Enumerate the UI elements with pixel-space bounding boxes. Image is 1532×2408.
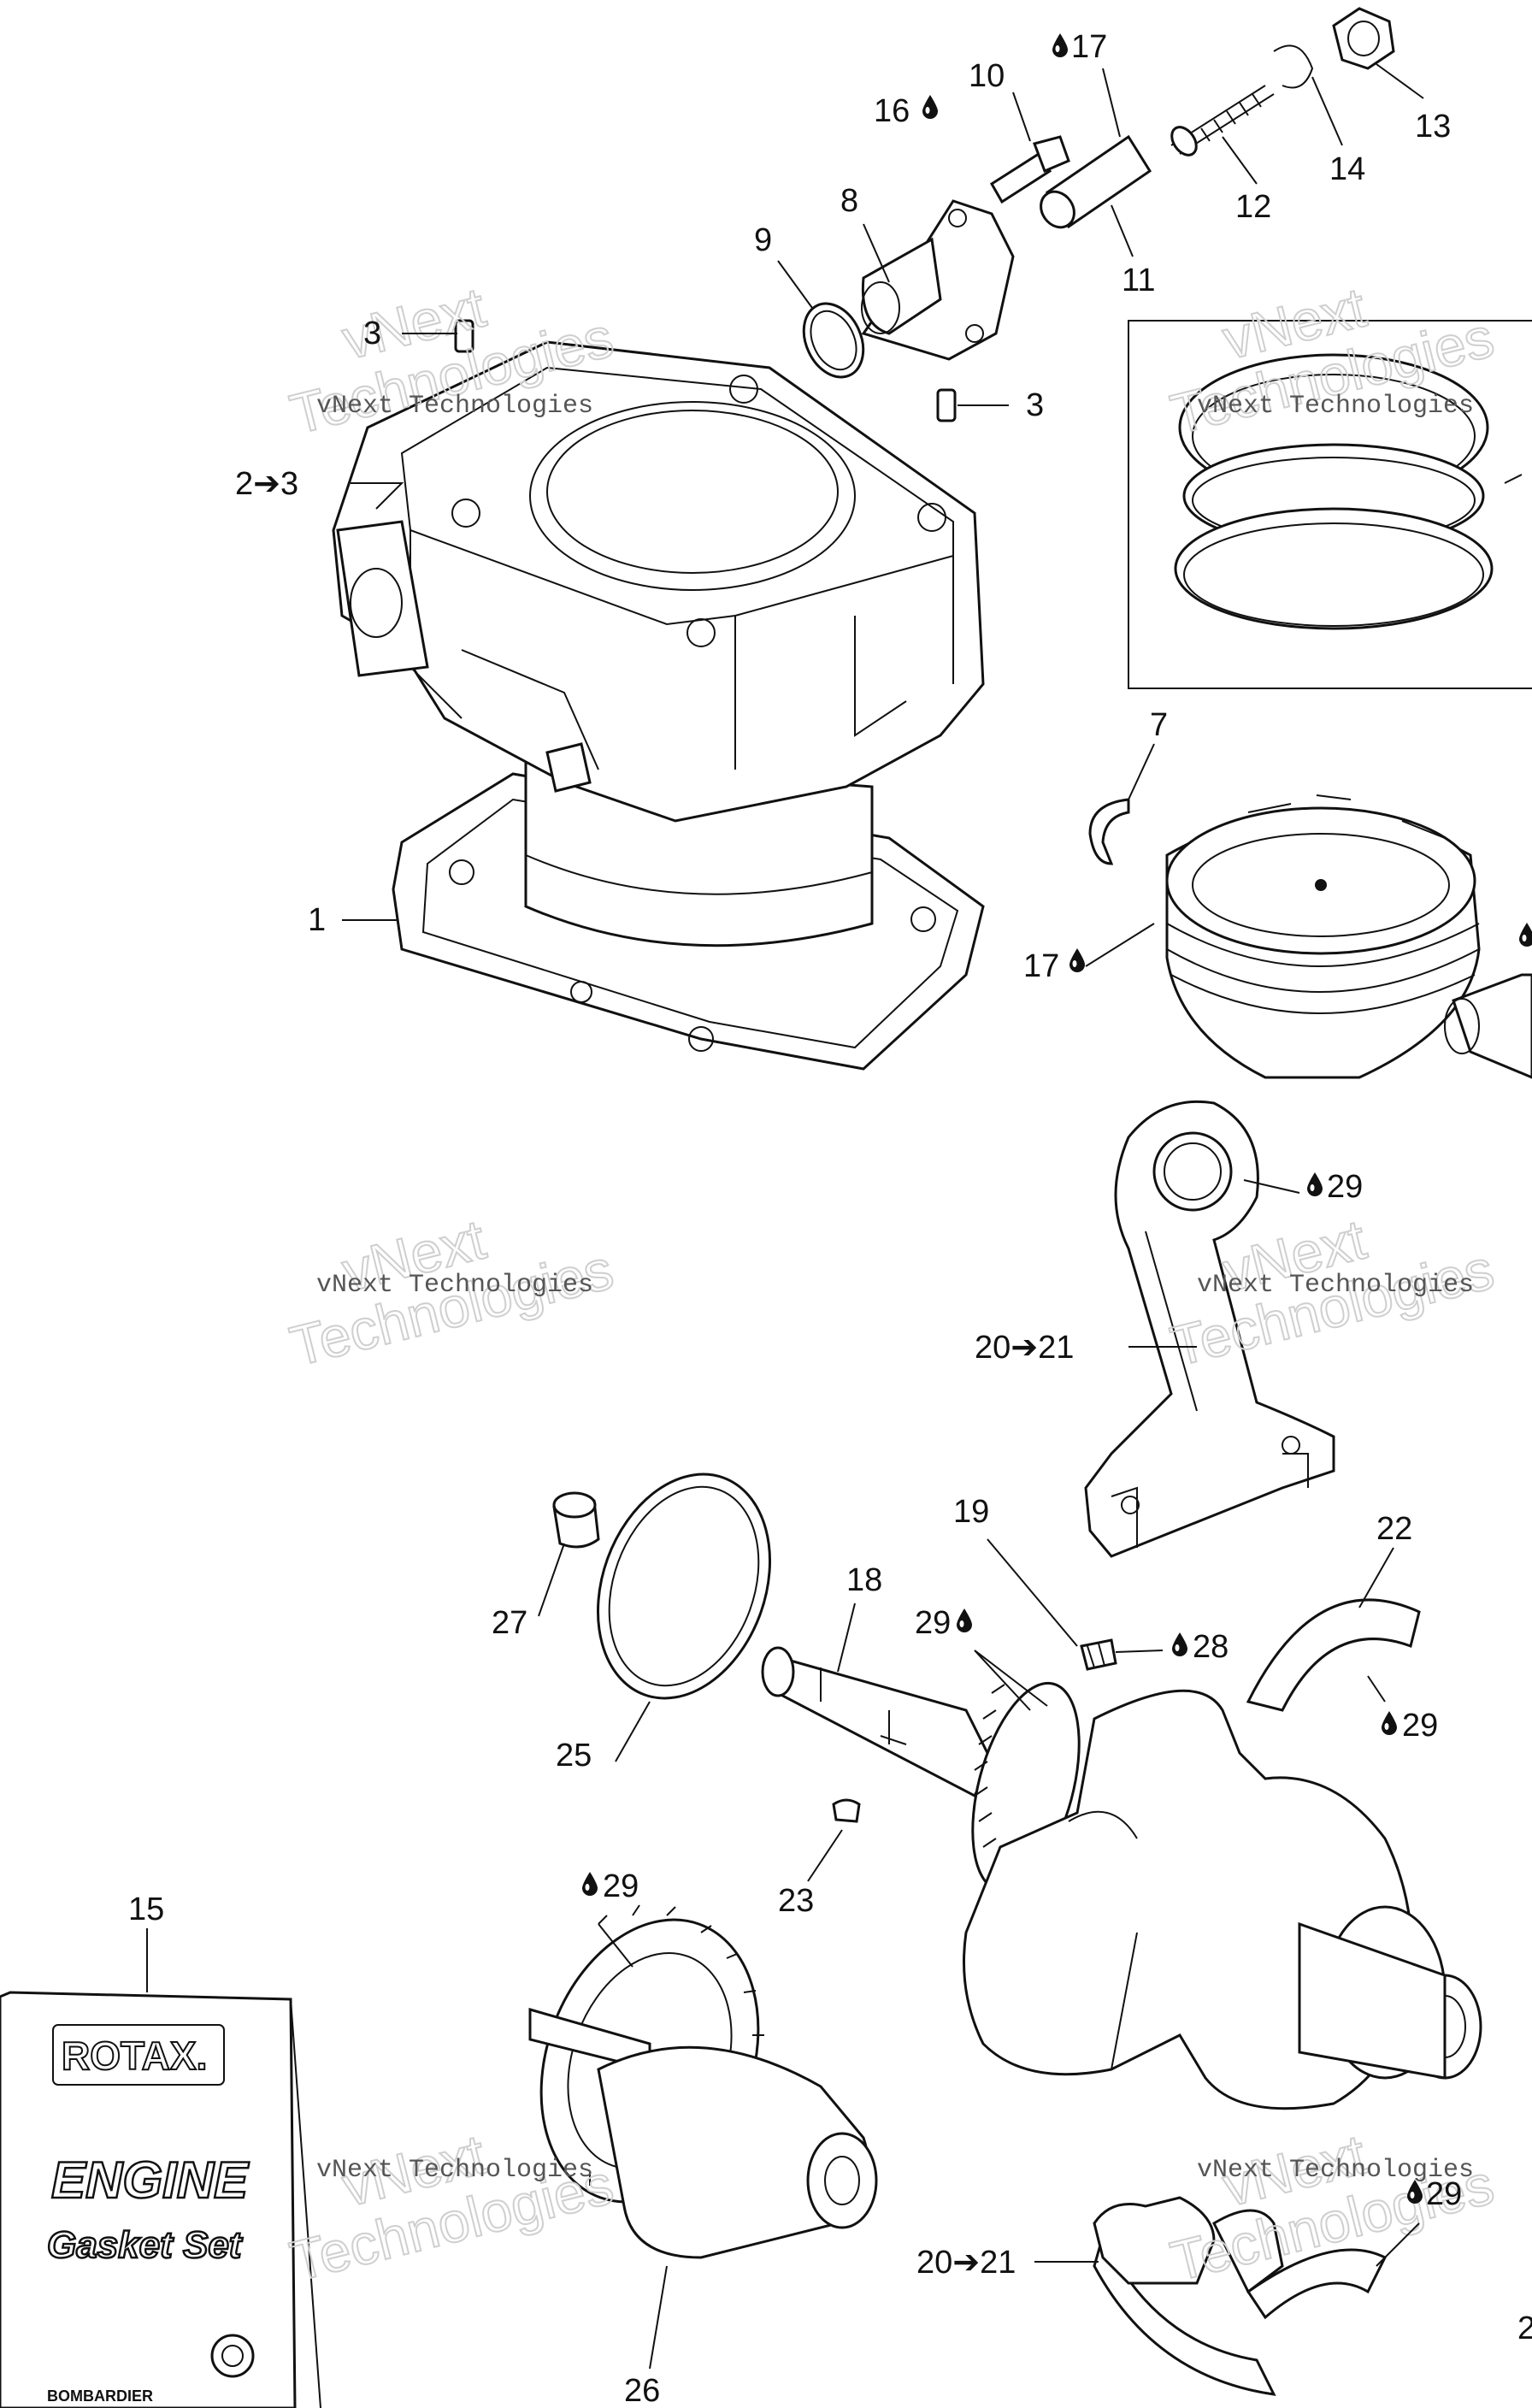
svg-text:vNext Technologies: vNext Technologies [316,2156,593,2185]
callout-20-21: 20➔21 [916,2245,1016,2281]
callout-13: 13 [1415,109,1451,145]
svg-text:vNext Technologies: vNext Technologies [316,1271,593,1300]
oil-drop-icon [957,1608,972,1632]
callout-17: 17 [1023,948,1059,984]
callout-19: 19 [953,1494,989,1530]
thrust-washer [596,1473,772,1700]
bolt [989,151,1052,204]
callout-1: 1 [308,902,326,938]
woodruff-key [832,1798,861,1823]
oil-drop-icon [922,95,938,119]
o-ring [802,302,865,379]
check-valve [1080,1638,1117,1671]
gasket-set-package: ROTAX. ENGINE Gasket Set BOMBARDIER [0,1991,321,2408]
callout-2: 2➔3 [235,466,298,502]
callout-12: 12 [1235,189,1271,225]
callout-29: 29 [915,1605,951,1641]
svg-text:vNext Technologies: vNext Technologies [1197,1271,1474,1300]
leader-lines [146,63,1523,2370]
gasket-title-line1: ENGINE [51,2151,250,2209]
callout-29: 29 [1327,1169,1363,1205]
callout-7: 7 [1150,707,1168,743]
oil-drop-icon [1307,1172,1323,1196]
dowel-pin [454,319,957,422]
callout-27: 27 [492,1605,527,1641]
callout-14: 14 [1329,151,1365,187]
callout-8: 8 [840,183,858,219]
connecting-rod [1084,1100,1335,1558]
oil-drop-icon [1172,1632,1187,1656]
callout-29: 29 [603,1868,639,1904]
chain-tensioner-group [802,7,1395,379]
callout-22: 22 [1376,1511,1412,1547]
oil-drop-icon [1069,948,1085,972]
callout-3: 3 [363,316,381,351]
rod-cap [1093,2196,1284,2294]
callout-3: 3 [1026,387,1044,423]
callout-23: 23 [778,1883,814,1919]
callout-25: 25 [556,1738,592,1774]
svg-text:vNext Technologies: vNext Technologies [1197,392,1474,421]
callout-2: 2 [1517,2311,1532,2346]
gasket-title-line2: Gasket Set [47,2224,244,2266]
callout-16: 16 [874,93,910,129]
callout-29: 29 [1402,1708,1438,1744]
callout-10: 10 [969,58,1005,94]
piston-rings-box [1128,320,1532,689]
callout-labels: 1 2➔3 3 3 7 8 9 10 11 12 13 14 15 16 17 … [128,29,1532,2408]
bombardier-emblem-icon [210,2334,255,2378]
callout-20-21: 20➔21 [975,1330,1074,1366]
svg-text:vNext Technologies: vNext Technologies [1197,2156,1474,2185]
plug-screw [1332,7,1395,70]
callout-11: 11 [1122,263,1155,298]
callout-18: 18 [846,1562,882,1598]
callout-29: 29 [1426,2176,1462,2212]
balance-shaft [528,1904,878,2259]
gasket-maker: BOMBARDIER [47,2387,153,2405]
svg-text:vNext Technologies: vNext Technologies [316,392,593,421]
washer [1273,44,1314,89]
oil-drop-icon [1382,1711,1397,1735]
circlip [1088,798,1130,865]
callout-17: 17 [1071,29,1107,65]
plug [552,1491,600,1549]
callout-9: 9 [754,222,772,258]
oil-drop-icon [1519,923,1532,947]
oil-drop-icon [582,1872,598,1896]
callout-26: 26 [624,2373,660,2408]
callout-28: 28 [1193,1629,1229,1665]
callout-15: 15 [128,1892,164,1927]
bearing-shell [1246,1598,1421,1712]
crankshaft [761,1646,1482,2110]
cylinder-assembly [332,340,985,1071]
piston [1165,794,1532,1079]
oil-drop-icon [1052,33,1068,57]
spring [1170,85,1275,156]
gasket-brand-logo: ROTAX. [62,2033,207,2078]
